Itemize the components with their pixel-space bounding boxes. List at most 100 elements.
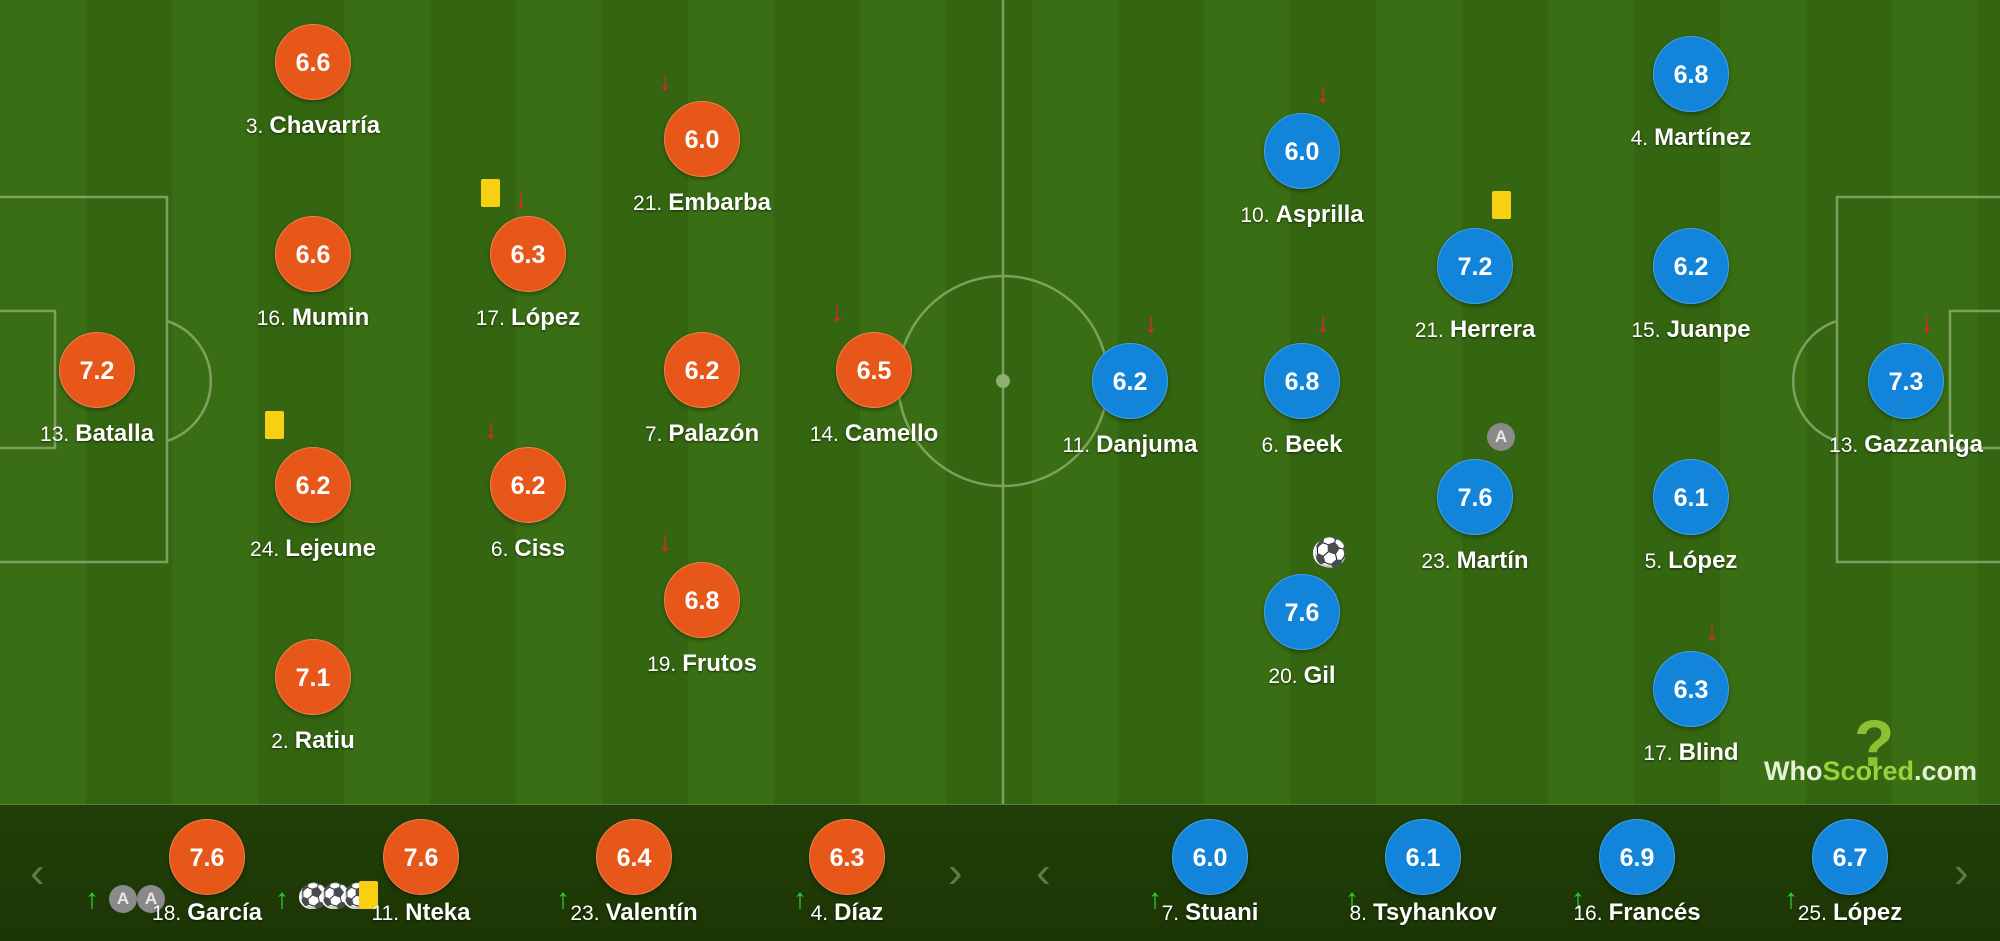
sub-out-arrow-icon: ↓ bbox=[1144, 307, 1158, 338]
shirt-number: 6. bbox=[1261, 434, 1280, 457]
player-label[interactable]: 6.Ciss bbox=[418, 535, 638, 563]
player-label[interactable]: 17.Blind bbox=[1581, 739, 1801, 767]
player-label[interactable]: 10.Asprilla bbox=[1192, 201, 1412, 229]
player-label[interactable]: 7.Palazón bbox=[592, 420, 812, 448]
chevron-left-icon[interactable]: ‹ bbox=[1036, 848, 1051, 897]
player-label[interactable]: 24.Lejeune bbox=[203, 535, 423, 563]
rating-badge[interactable]: 7.2 bbox=[59, 332, 135, 408]
shirt-number: 21. bbox=[633, 192, 663, 215]
rating-badge[interactable]: 6.2 bbox=[1653, 228, 1729, 304]
player-label[interactable]: 16.Francés bbox=[1527, 899, 1747, 927]
player-name: Martínez bbox=[1654, 124, 1752, 151]
logo-com: .com bbox=[1914, 756, 1978, 786]
sub-out-arrow-icon: ↓ bbox=[658, 526, 672, 557]
player-label[interactable]: 13.Batalla bbox=[0, 420, 207, 448]
player-name: López bbox=[1832, 899, 1903, 926]
rating-badge[interactable]: 7.3 bbox=[1868, 343, 1944, 419]
sub-out-arrow-icon: ↓ bbox=[1316, 307, 1330, 338]
rating-badge[interactable]: 6.2 bbox=[1092, 343, 1168, 419]
player-label[interactable]: 4.Díaz bbox=[737, 899, 957, 927]
sub-in-arrow-icon: ↑ bbox=[1784, 883, 1798, 914]
football-pitch: 6.6 3.Chavarría 6.6 16.Mumin 6.2 24.Leje… bbox=[0, 0, 2000, 804]
rating-badge[interactable]: 7.6 bbox=[383, 819, 459, 895]
player-name: López bbox=[510, 304, 581, 331]
player-label[interactable]: 19.Frutos bbox=[592, 650, 812, 678]
player-label[interactable]: 15.Juanpe bbox=[1581, 316, 1801, 344]
sub-in-arrow-icon: ↑ bbox=[1571, 883, 1585, 914]
rating-badge[interactable]: 6.8 bbox=[1653, 36, 1729, 112]
player-label[interactable]: 2.Ratiu bbox=[203, 727, 423, 755]
rating-badge[interactable]: 6.3 bbox=[490, 216, 566, 292]
rating-badge[interactable]: 6.1 bbox=[1385, 819, 1461, 895]
chevron-right-icon[interactable]: › bbox=[948, 848, 963, 897]
player-label[interactable]: 8.Tsyhankov bbox=[1313, 899, 1533, 927]
rating-badge[interactable]: 6.2 bbox=[275, 447, 351, 523]
player-label[interactable]: 16.Mumin bbox=[203, 304, 423, 332]
rating-badge[interactable]: 6.2 bbox=[490, 447, 566, 523]
player-label[interactable]: 20.Gil bbox=[1192, 662, 1412, 690]
sub-in-arrow-icon: ↑ bbox=[1148, 883, 1162, 914]
rating-badge[interactable]: 6.9 bbox=[1599, 819, 1675, 895]
player-name: García bbox=[187, 899, 262, 926]
rating-badge[interactable]: 6.8 bbox=[664, 562, 740, 638]
rating-badge[interactable]: 6.3 bbox=[1653, 651, 1729, 727]
player-label[interactable]: 23.Valentín bbox=[524, 899, 744, 927]
rating-badge[interactable]: 7.2 bbox=[1437, 228, 1513, 304]
sub-in-arrow-icon: ↑ bbox=[85, 883, 99, 914]
chevron-right-icon[interactable]: › bbox=[1954, 848, 1969, 897]
chevron-left-icon[interactable]: ‹ bbox=[30, 848, 45, 897]
player-label[interactable]: 17.López bbox=[418, 304, 638, 332]
shirt-number: 17. bbox=[475, 307, 505, 330]
player-label[interactable]: 18.García bbox=[97, 899, 317, 927]
player-name: Nteka bbox=[405, 899, 471, 926]
player-label[interactable]: 7.Stuani bbox=[1100, 899, 1320, 927]
rating-badge[interactable]: 6.0 bbox=[1264, 113, 1340, 189]
rating-badge[interactable]: 6.0 bbox=[1172, 819, 1248, 895]
rating-badge[interactable]: 6.8 bbox=[1264, 343, 1340, 419]
shirt-number: 15. bbox=[1631, 319, 1661, 342]
player-label[interactable]: 21.Embarba bbox=[592, 189, 812, 217]
player-name: Embarba bbox=[668, 189, 771, 216]
shirt-number: 7. bbox=[1161, 902, 1180, 925]
rating-badge[interactable]: 7.6 bbox=[169, 819, 245, 895]
shirt-number: 25. bbox=[1797, 902, 1827, 925]
player-label[interactable]: 21.Herrera bbox=[1365, 316, 1585, 344]
rating-badge[interactable]: 6.1 bbox=[1653, 459, 1729, 535]
logo-text: WhoScored.com bbox=[1764, 756, 1977, 787]
rating-badge[interactable]: 7.6 bbox=[1437, 459, 1513, 535]
rating-badge[interactable]: 6.7 bbox=[1812, 819, 1888, 895]
player-name: Martín bbox=[1456, 547, 1529, 574]
player-label[interactable]: 25.López bbox=[1740, 899, 1960, 927]
sub-in-arrow-icon: ↑ bbox=[1345, 883, 1359, 914]
assist-icon: A bbox=[109, 885, 137, 913]
rating-badge[interactable]: 6.3 bbox=[809, 819, 885, 895]
rating-badge[interactable]: 6.0 bbox=[664, 101, 740, 177]
rating-badge[interactable]: 7.6 bbox=[1264, 574, 1340, 650]
rating-badge[interactable]: 6.2 bbox=[664, 332, 740, 408]
player-label[interactable]: 6.Beek bbox=[1192, 431, 1412, 459]
assist-icon: A bbox=[1487, 423, 1515, 451]
player-label[interactable]: 13.Gazzaniga bbox=[1796, 431, 2000, 459]
shirt-number: 23. bbox=[570, 902, 600, 925]
rating-badge[interactable]: 6.6 bbox=[275, 216, 351, 292]
shirt-number: 18. bbox=[152, 902, 182, 925]
player-label[interactable]: 14.Camello bbox=[764, 420, 984, 448]
rating-badge[interactable]: 6.5 bbox=[836, 332, 912, 408]
shirt-number: 11. bbox=[1062, 434, 1091, 457]
player-label[interactable]: 3.Chavarría bbox=[203, 112, 423, 140]
player-label[interactable]: 4.Martínez bbox=[1581, 124, 1801, 152]
player-label[interactable]: 11.Nteka bbox=[311, 899, 531, 927]
rating-badge[interactable]: 6.4 bbox=[596, 819, 672, 895]
player-label[interactable]: 23.Martín bbox=[1365, 547, 1585, 575]
shirt-number: 21. bbox=[1414, 319, 1444, 342]
player-name: Lejeune bbox=[285, 535, 376, 562]
player-label[interactable]: 5.López bbox=[1581, 547, 1801, 575]
logo-scored: Scored bbox=[1822, 756, 1915, 786]
player-label[interactable]: 11.Danjuma bbox=[1020, 431, 1240, 459]
goal-ball-icon: ⚽ bbox=[1313, 537, 1348, 568]
rating-badge[interactable]: 6.6 bbox=[275, 24, 351, 100]
rating-badge[interactable]: 7.1 bbox=[275, 639, 351, 715]
whoscored-logo: ? WhoScored.com bbox=[1764, 710, 1990, 790]
shirt-number: 3. bbox=[245, 115, 264, 138]
player-name: Francés bbox=[1608, 899, 1701, 926]
